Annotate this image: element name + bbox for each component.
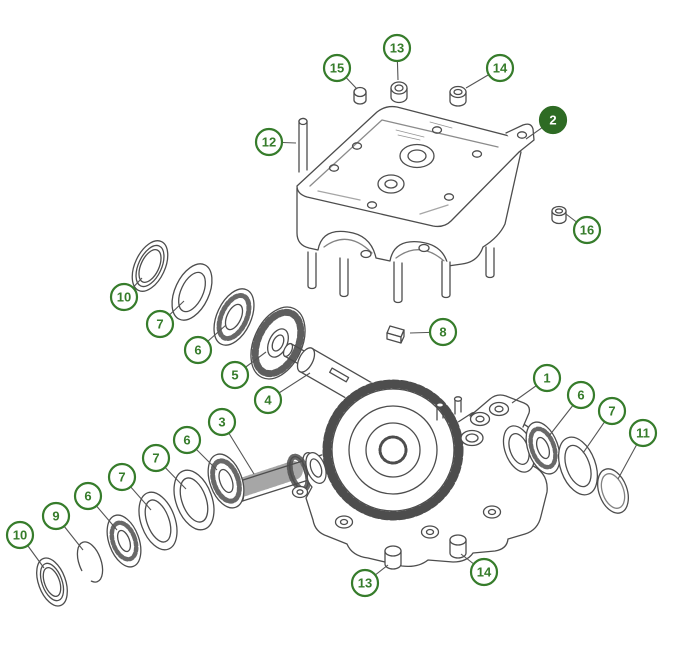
callout-number: 1 — [543, 371, 550, 386]
callout-number: 9 — [52, 509, 59, 524]
callout-6c[interactable]: 6 — [172, 425, 218, 471]
callout-number: 4 — [264, 393, 272, 408]
callout-13a[interactable]: 13 — [382, 33, 412, 81]
part-seal-bottom — [36, 557, 68, 607]
callout-12[interactable]: 12 — [254, 127, 297, 157]
callout-number: 13 — [358, 576, 372, 591]
callout-circle[interactable] — [73, 481, 103, 511]
callout-circle[interactable] — [253, 385, 283, 415]
callout-number: 7 — [118, 470, 125, 485]
callout-circle[interactable] — [485, 53, 515, 83]
callout-circle[interactable] — [566, 380, 596, 410]
callout-circle[interactable] — [428, 317, 458, 347]
callout-number: 10 — [13, 528, 27, 543]
callout-circle[interactable] — [220, 360, 250, 390]
part-housing — [291, 379, 548, 568]
callout-circle[interactable] — [350, 568, 380, 598]
callout-circle[interactable] — [5, 520, 35, 550]
callout-14a[interactable]: 14 — [465, 53, 515, 89]
callout-number: 15 — [330, 61, 344, 76]
callout-number: 7 — [156, 317, 163, 332]
callout-circle[interactable] — [145, 309, 175, 339]
part-plug-bottom-right — [449, 534, 467, 559]
part-bearing-cup-right — [557, 436, 599, 496]
part-bearing-cup-left-inner — [173, 469, 215, 531]
part-bevel-gear — [250, 306, 306, 380]
part-bearing-cone-right — [525, 421, 561, 475]
part-snap-ring — [76, 541, 104, 583]
callout-8[interactable]: 8 — [409, 317, 458, 347]
callout-number: 11 — [636, 426, 650, 441]
callout-number: 6 — [183, 433, 190, 448]
callout-circle[interactable] — [469, 557, 499, 587]
callout-number: 14 — [493, 61, 508, 76]
callout-4[interactable]: 4 — [253, 372, 311, 415]
callout-5[interactable]: 5 — [220, 351, 267, 390]
callout-number: 13 — [390, 41, 404, 56]
callout-14b[interactable]: 14 — [460, 553, 499, 587]
part-bearing-cone-left-inner — [207, 453, 245, 509]
callout-6b[interactable]: 6 — [548, 380, 596, 437]
callout-7a[interactable]: 7 — [145, 300, 185, 339]
callout-number: 7 — [608, 404, 615, 419]
part-bearing-cone-top — [213, 288, 255, 346]
callout-circle[interactable] — [141, 443, 171, 473]
callout-3[interactable]: 3 — [207, 407, 255, 475]
part-end-cap — [597, 468, 629, 514]
callout-number: 16 — [580, 223, 594, 238]
callout-circle[interactable] — [382, 33, 412, 63]
shaft-bore-left — [305, 452, 327, 484]
callout-circle[interactable] — [207, 407, 237, 437]
callout-7b[interactable]: 7 — [582, 396, 627, 454]
part-key — [386, 325, 405, 344]
callout-10b[interactable]: 10 — [5, 520, 45, 569]
callout-7c[interactable]: 7 — [141, 443, 187, 490]
callout-number: 8 — [439, 325, 446, 340]
callout-15[interactable]: 15 — [322, 53, 358, 90]
callout-7d[interactable]: 7 — [107, 462, 152, 511]
callout-6a[interactable]: 6 — [183, 324, 227, 365]
callout-circle[interactable] — [322, 53, 352, 83]
part-bearing-cup-top — [171, 263, 213, 321]
bull-gear — [322, 379, 464, 521]
callout-number: 7 — [152, 451, 159, 466]
callout-number: 3 — [218, 415, 225, 430]
callout-circle[interactable] — [572, 215, 602, 245]
callout-circle[interactable] — [183, 335, 213, 365]
callout-circle[interactable] — [41, 501, 71, 531]
callout-number: 12 — [262, 135, 276, 150]
callout-1[interactable]: 1 — [511, 363, 562, 404]
callout-circle[interactable] — [254, 127, 284, 157]
callout-10a[interactable]: 10 — [109, 277, 143, 312]
callout-circle[interactable] — [107, 462, 137, 492]
callout-circle[interactable] — [628, 418, 658, 448]
callout-circle[interactable] — [532, 363, 562, 393]
callout-16[interactable]: 16 — [565, 213, 602, 245]
callout-circle[interactable] — [597, 396, 627, 426]
callout-number: 6 — [577, 388, 584, 403]
callout-number: 6 — [84, 489, 91, 504]
part-plug-bottom-left — [384, 545, 402, 570]
callout-circle[interactable] — [109, 282, 139, 312]
part-top-cover — [296, 81, 535, 304]
callout-6d[interactable]: 6 — [73, 481, 118, 531]
callout-circle[interactable] — [172, 425, 202, 455]
callout-13b[interactable]: 13 — [350, 564, 389, 598]
callout-circle[interactable] — [538, 105, 568, 135]
callout-number: 10 — [117, 290, 131, 305]
callout-11[interactable]: 11 — [617, 418, 658, 480]
callout-number: 14 — [477, 565, 492, 580]
callout-number: 6 — [194, 343, 201, 358]
callout-number: 5 — [231, 368, 238, 383]
callout-number: 2 — [549, 113, 556, 128]
callout-9[interactable]: 9 — [41, 501, 84, 551]
part-nut-16 — [551, 205, 567, 225]
callout-2[interactable]: 2 — [525, 105, 568, 140]
